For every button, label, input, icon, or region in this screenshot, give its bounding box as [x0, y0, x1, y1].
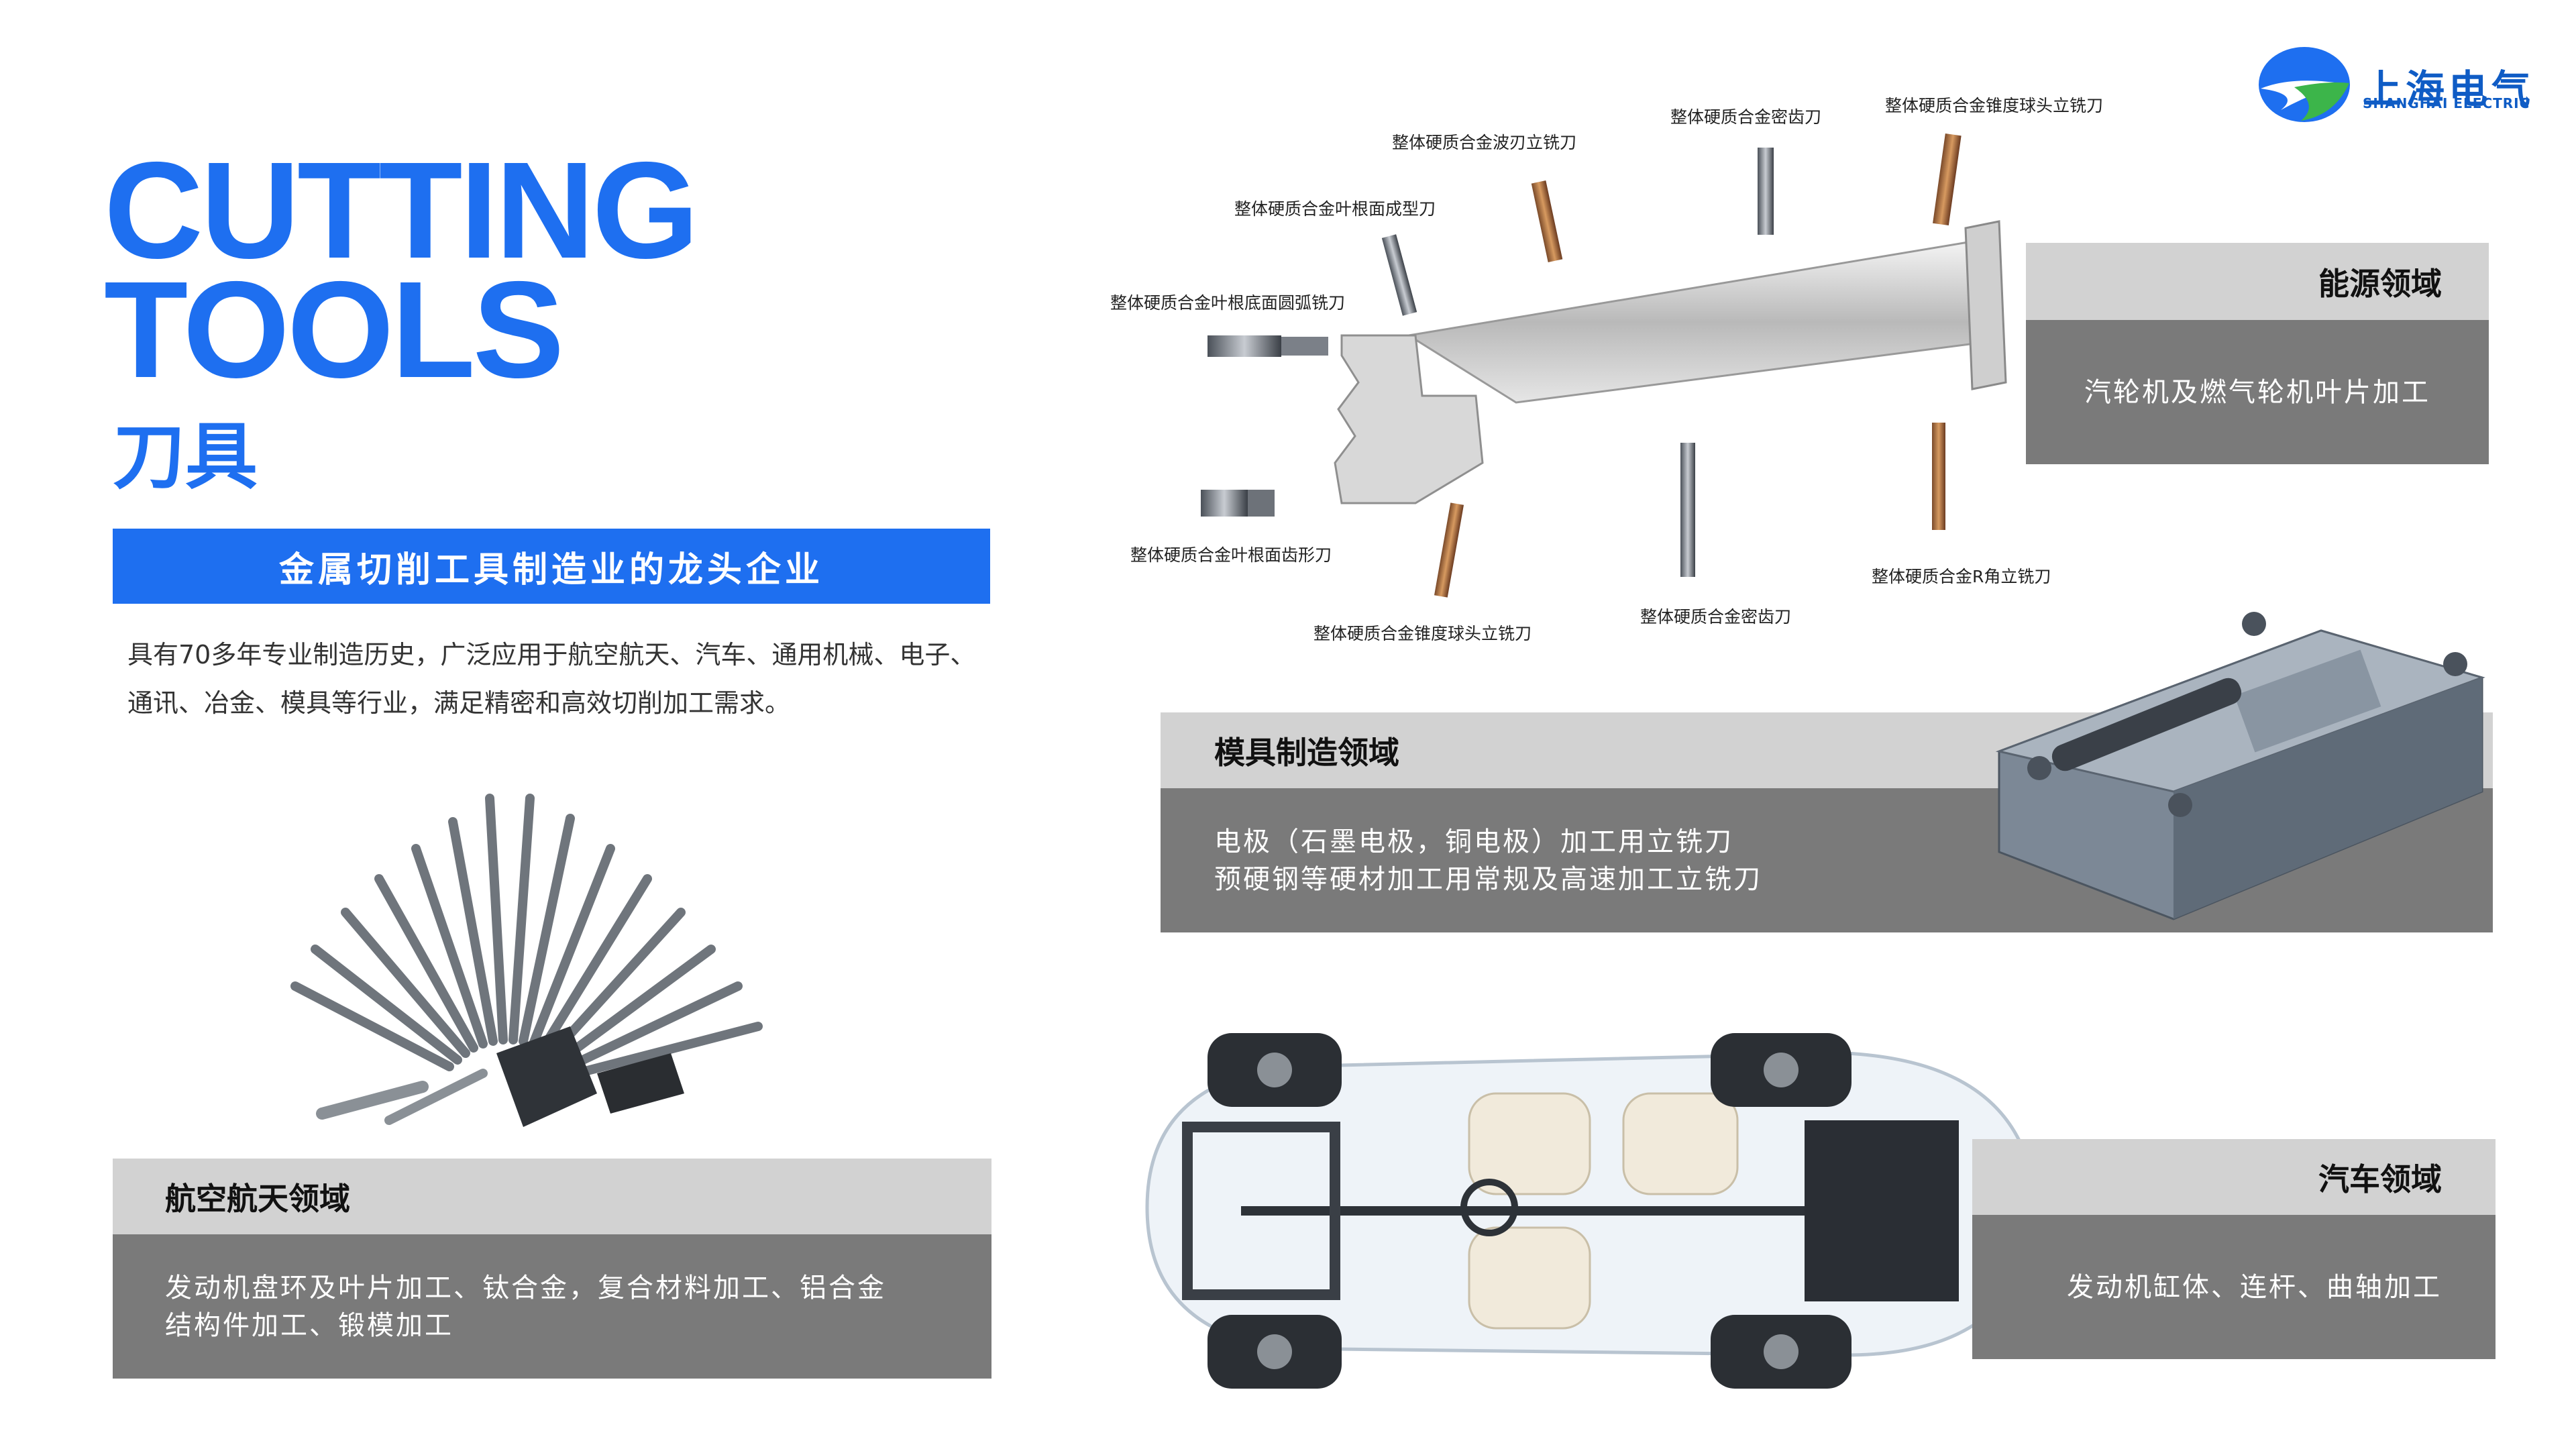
- tool-label-2: 整体硬质合金密齿刀: [1670, 107, 1822, 127]
- title-line-2: TOOLS: [104, 253, 564, 407]
- energy-desc-line-1: 汽轮机及燃气轮机叶片加工: [2084, 376, 2430, 408]
- car-chassis-illustration: [1145, 1033, 2035, 1389]
- tool-label-7: 整体硬质合金锥度球头立铣刀: [1313, 624, 1532, 643]
- drill-bit-fan-icon: [290, 794, 763, 1078]
- auto-domain-title: 汽车领域: [1972, 1139, 2496, 1215]
- aero-desc-line-1: 发动机盘环及叶片加工、钛合金，复合材料加工、铝合金: [165, 1272, 886, 1303]
- title-cn: 刀具: [113, 415, 258, 499]
- logo: [2254, 44, 2536, 125]
- aero-domain-desc: 发动机盘环及叶片加工、钛合金，复合材料加工、铝合金 结构件加工、锻模加工: [113, 1234, 991, 1379]
- tool-label-1: 整体硬质合金锥度球头立铣刀: [1885, 96, 2104, 115]
- logo-name-cn: 上海电气: [2363, 66, 2535, 112]
- mold-illustration: [1995, 612, 2485, 920]
- logo-name-en: SHANGHAI ELECTRIC: [2363, 95, 2530, 111]
- mold-domain-title-text: 模具制造领域: [1214, 734, 1399, 771]
- energy-domain-desc: 汽轮机及燃气轮机叶片加工: [2026, 320, 2489, 464]
- tool-label-9: 整体硬质合金R角立铣刀: [1872, 567, 2051, 586]
- tool-label-6: 整体硬质合金叶根面齿形刀: [1130, 545, 1332, 565]
- tool-label-4: 整体硬质合金叶根面成型刀: [1234, 199, 1436, 219]
- slogan-banner: 金属切削工具制造业的龙头企业: [113, 529, 990, 604]
- tool-cutter-icon: [1201, 133, 1962, 598]
- tool-label-3: 整体硬质合金波刃立铣刀: [1392, 133, 1577, 152]
- intro-text: 具有70多年专业制造历史，广泛应用于航空航天、汽车、通用机械、电子、通讯、冶金、…: [127, 640, 976, 718]
- aero-desc-line-2: 结构件加工、锻模加工: [165, 1309, 453, 1341]
- aero-domain-title-text: 航空航天领域: [165, 1180, 350, 1217]
- auto-domain-title-text: 汽车领域: [2318, 1161, 2442, 1197]
- energy-domain-title: 能源领域: [2026, 243, 2489, 320]
- title-line-1: CUTTING: [104, 133, 699, 287]
- auto-domain-desc: 发动机缸体、连杆、曲轴加工: [1972, 1215, 2496, 1359]
- shanghai-electric-logo-icon: [2259, 47, 2350, 122]
- aero-domain-title: 航空航天领域: [113, 1159, 991, 1234]
- mold-desc-line-2: 预硬钢等硬材加工用常规及高速加工立铣刀: [1214, 863, 1762, 895]
- mold-desc-line-1: 电极（石墨电极，铜电极）加工用立铣刀: [1214, 826, 1733, 857]
- tool-label-5: 整体硬质合金叶根底面圆弧铣刀: [1110, 293, 1346, 313]
- auto-desc-line-1: 发动机缸体、连杆、曲轴加工: [2067, 1271, 2442, 1303]
- turbine-blade-illustration: [1201, 133, 2007, 598]
- aerospace-tools-illustration: [290, 794, 763, 1127]
- tool-label-8: 整体硬质合金密齿刀: [1640, 607, 1792, 627]
- energy-domain-title-text: 能源领域: [2318, 265, 2442, 302]
- title-en: CUTTING TOOLS: [104, 133, 699, 407]
